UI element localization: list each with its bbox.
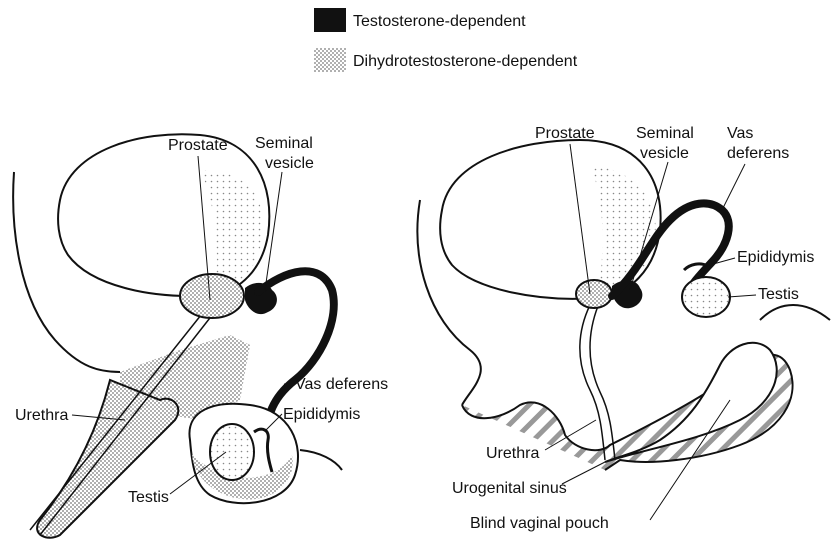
legend-label-dht: Dihydrotestosterone-dependent	[353, 53, 578, 70]
left-label-vas: Vas deferens	[295, 376, 388, 393]
left-prostate	[180, 274, 244, 318]
right-label-seminal1: Seminal	[636, 125, 694, 142]
right-label-vaginal: Blind vaginal pouch	[470, 515, 609, 532]
left-penis-shaft	[37, 380, 178, 538]
right-testis	[682, 277, 730, 317]
right-label-seminal2: vesicle	[640, 145, 689, 162]
right-prostate	[576, 280, 612, 308]
right-leader-vas	[722, 164, 745, 210]
right-label-prostate: Prostate	[535, 125, 595, 142]
right-urethra	[580, 305, 605, 460]
right-body-right-contour	[760, 305, 830, 320]
left-label-urethra: Urethra	[15, 407, 68, 424]
left-label-prostate: Prostate	[168, 137, 228, 154]
left-label-seminal2: vesicle	[265, 155, 314, 172]
right-label-vas1: Vas	[727, 125, 753, 142]
left-body-right-contour	[300, 450, 342, 470]
legend-swatch-testosterone	[314, 8, 346, 32]
right-label-testis: Testis	[758, 286, 799, 303]
right-leader-testis	[728, 295, 756, 297]
legend-label-testosterone: Testosterone-dependent	[353, 13, 526, 30]
right-leader-urogenital	[562, 462, 605, 484]
right-label-urethra: Urethra	[486, 445, 539, 462]
left-label-testis: Testis	[128, 489, 169, 506]
left-urethra-2	[40, 314, 213, 535]
left-testis	[210, 424, 254, 480]
left-label-seminal1: Seminal	[255, 135, 313, 152]
legend: Testosterone-dependent Dihydrotestostero…	[314, 8, 578, 72]
left-label-epididymis: Epididymis	[283, 406, 360, 423]
left-diagram: Prostate Seminal vesicle Vas deferens Ur…	[13, 134, 388, 537]
legend-swatch-dht	[314, 48, 346, 72]
right-label-urogenital: Urogenital sinus	[452, 480, 567, 497]
right-label-vas2: deferens	[727, 145, 789, 162]
right-label-epididymis: Epididymis	[737, 249, 814, 266]
right-diagram: Prostate Seminal vesicle Vas deferens Ep…	[417, 125, 830, 532]
